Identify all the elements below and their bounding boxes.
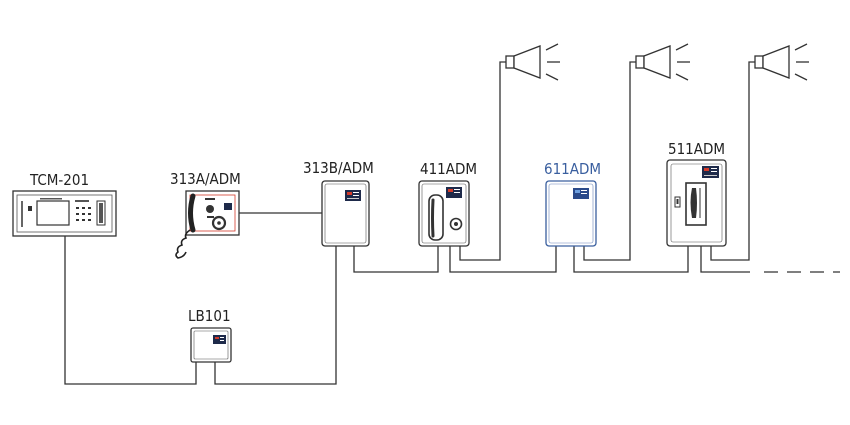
handset-cord-icon (175, 229, 191, 259)
label-611: 611ADM (544, 160, 601, 178)
wire-313b-411 (353, 246, 439, 273)
device-tcm201: TCM-201 (12, 171, 117, 237)
device-611: 611ADM (544, 160, 601, 247)
horn-speaker-icon (505, 43, 560, 81)
label-313a: 313A/ADM (170, 170, 241, 188)
device-lb101: LB101 (188, 307, 232, 363)
label-511: 511ADM (668, 140, 725, 158)
wire-411-speaker (459, 61, 506, 261)
wire-tcm-down (64, 236, 197, 385)
logo-plate-icon (702, 166, 719, 178)
logo-plate-icon (213, 335, 226, 344)
label-313b: 313B/ADM (303, 159, 374, 177)
horn-speaker-icon (754, 43, 809, 81)
label-tcm201: TCM-201 (29, 171, 89, 189)
wire-611-511 (573, 246, 689, 273)
wire-lb101-313b (214, 246, 337, 385)
wire-411-611 (449, 246, 557, 273)
handset-icon (690, 188, 697, 218)
device-313b: 313B/ADM (303, 159, 374, 247)
device-313a: 313A/ADM (170, 170, 241, 259)
horn-speaker-icon (635, 43, 690, 81)
wire-511-out (700, 246, 750, 273)
logo-plate-icon (345, 190, 361, 201)
logo-plate-icon (446, 187, 462, 198)
wire-511-speaker (710, 61, 755, 261)
device-411: 411ADM (418, 160, 477, 247)
label-lb101: LB101 (188, 307, 231, 325)
label-411: 411ADM (420, 160, 477, 178)
logo-plate-icon (573, 188, 589, 199)
device-511: 511ADM (666, 140, 727, 247)
wiring (64, 61, 840, 385)
wire-611-speaker (583, 61, 636, 261)
